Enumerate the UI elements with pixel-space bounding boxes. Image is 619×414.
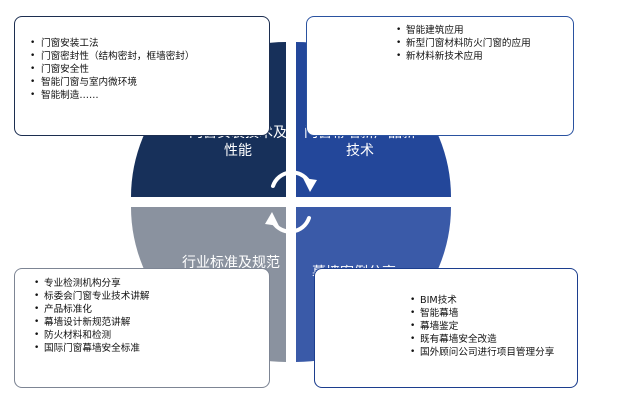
topic-box-top-left: 门窗安装工法 门窗密封性（结构密封，框墙密封） 门窗安全性 智能门窗与室内微环境… xyxy=(14,16,270,136)
list-item: 新型门窗材料防火门窗的应用 xyxy=(395,37,567,50)
topic-box-bottom-right: BIM技术 智能幕墙 幕墙鉴定 既有幕墙安全改造 国外顾问公司进行项目管理分享 xyxy=(314,268,578,388)
list-item: 智能门窗与室内微环境 xyxy=(29,76,261,89)
list-item: 国际门窗幕墙安全标准 xyxy=(33,342,261,355)
topic-list: 智能建筑应用 新型门窗材料防火门窗的应用 新材料新技术应用 xyxy=(395,24,567,63)
topic-list: 门窗安装工法 门窗密封性（结构密封，框墙密封） 门窗安全性 智能门窗与室内微环境… xyxy=(29,37,261,102)
topic-list: 专业检测机构分享 标委会门窗专业技术讲解 产品标准化 幕墙设计新规范讲解 防火材… xyxy=(33,277,261,355)
cycle-arrows-icon xyxy=(271,170,311,234)
list-item: 产品标准化 xyxy=(33,303,261,316)
list-item: 智能制造…… xyxy=(29,89,261,102)
topic-list: BIM技术 智能幕墙 幕墙鉴定 既有幕墙安全改造 国外顾问公司进行项目管理分享 xyxy=(409,294,571,359)
list-item: 智能建筑应用 xyxy=(395,24,567,37)
list-item: 门窗安全性 xyxy=(29,63,261,76)
list-item: 门窗安装工法 xyxy=(29,37,261,50)
list-item: 既有幕墙安全改造 xyxy=(409,333,571,346)
list-item: BIM技术 xyxy=(409,294,571,307)
quadrant-label-bottom-left: 行业标准及规范 xyxy=(182,255,280,271)
list-item: 国外顾问公司进行项目管理分享 xyxy=(409,346,562,359)
list-item: 标委会门窗专业技术讲解 xyxy=(33,290,261,303)
list-item: 防火材料和检测 xyxy=(33,329,261,342)
topic-box-bottom-left: 专业检测机构分享 标委会门窗专业技术讲解 产品标准化 幕墙设计新规范讲解 防火材… xyxy=(14,268,270,388)
list-item: 专业检测机构分享 xyxy=(33,277,261,290)
list-item: 门窗密封性（结构密封，框墙密封） xyxy=(29,50,195,63)
topic-box-top-right: 智能建筑应用 新型门窗材料防火门窗的应用 新材料新技术应用 xyxy=(306,16,574,136)
list-item: 幕墙设计新规范讲解 xyxy=(33,316,261,329)
list-item: 幕墙鉴定 xyxy=(409,320,571,333)
list-item: 智能幕墙 xyxy=(409,307,571,320)
list-item: 新材料新技术应用 xyxy=(395,50,567,63)
